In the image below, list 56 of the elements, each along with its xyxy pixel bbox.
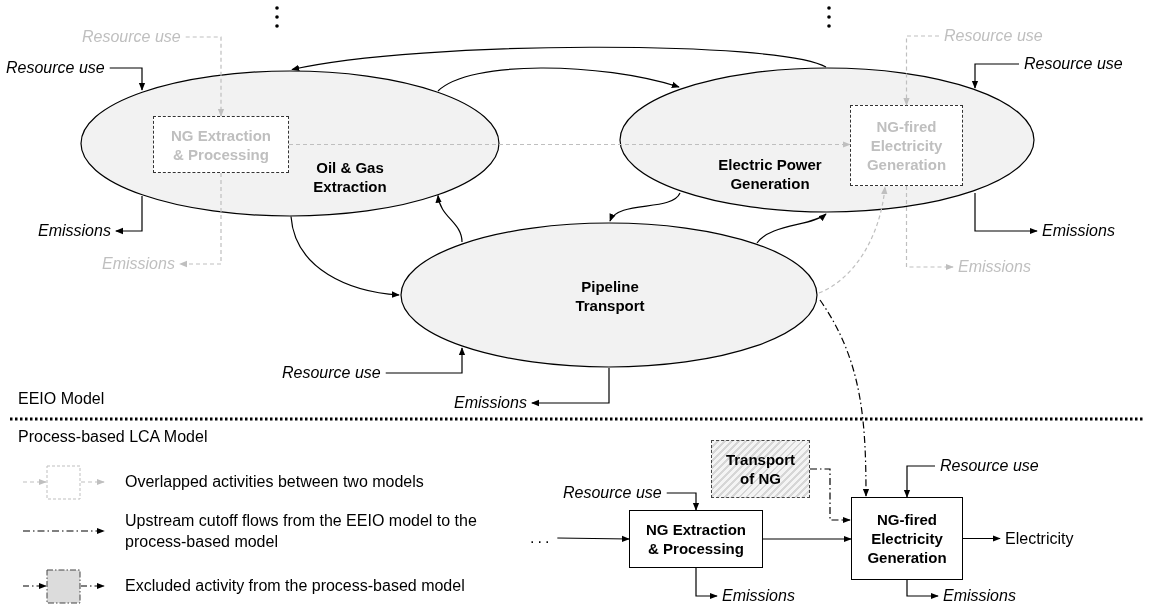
legend-text: Overlapped activities between two models	[125, 472, 425, 492]
ellipsis-text: ...	[530, 529, 553, 547]
model-section-label: Process-based LCA Model	[18, 428, 208, 446]
flow-label: Electricity	[1005, 530, 1074, 548]
flow-label: Emissions	[38, 222, 111, 240]
arrow	[436, 194, 463, 243]
flow-label: Emissions	[454, 394, 527, 412]
flow-label: Resource use	[944, 27, 1043, 45]
flow-label: Resource use	[940, 457, 1039, 475]
model-section-label: EEIO Model	[18, 390, 105, 408]
arrow	[903, 465, 936, 498]
arrow	[695, 567, 718, 600]
flow-label: Emissions	[958, 258, 1031, 276]
arrow	[288, 141, 851, 148]
process-box: NG-fired Electricity Generation	[851, 497, 963, 580]
arrow	[818, 186, 888, 294]
arrow	[903, 35, 940, 106]
flow-label: Resource use	[6, 59, 105, 77]
sector-name: Oil & Gas Extraction	[312, 158, 388, 196]
arrow	[974, 192, 1038, 235]
arrow	[609, 192, 681, 222]
excluded-activity-box: Transport of NG	[711, 440, 810, 498]
arrow	[809, 468, 851, 524]
arrow	[762, 535, 852, 543]
arrow	[971, 63, 1020, 89]
arrow	[905, 185, 954, 271]
flow-label: Emissions	[102, 255, 175, 273]
arrow	[291, 46, 827, 72]
arrow	[531, 367, 610, 407]
legend-text: Upstream cutoff flows from the EEIO model to the process-based model	[125, 511, 478, 552]
process-box: NG Extraction & Processing	[629, 510, 763, 568]
flow-label: Resource use	[282, 364, 381, 382]
flow-label: Emissions	[1042, 222, 1115, 240]
overlapped-activity-box: NG Extraction & Processing	[153, 116, 289, 173]
flow-label: Resource use	[1024, 55, 1123, 73]
sector-name: Electric Power Generation	[717, 155, 823, 193]
arrow	[819, 299, 870, 497]
arrow	[115, 195, 143, 235]
arrow	[437, 67, 680, 92]
sector-name: Pipeline Transport	[574, 277, 646, 315]
arrow	[290, 215, 400, 298]
arrow	[109, 67, 146, 91]
flow-label: Emissions	[722, 587, 795, 605]
arrow	[385, 347, 466, 374]
arrow	[756, 213, 827, 244]
arrow	[179, 172, 222, 268]
arrow	[556, 535, 630, 543]
flow-label: Resource use	[563, 484, 662, 502]
arrow	[906, 579, 939, 600]
arrow	[666, 492, 700, 511]
overlapped-activity-box: NG-fired Electricity Generation	[850, 105, 963, 186]
arrow	[185, 36, 225, 117]
arrow	[962, 535, 1001, 542]
flow-label: Resource use	[82, 28, 181, 46]
flow-label: Emissions	[943, 587, 1016, 605]
legend-text: Excluded activity from the process-based model	[125, 576, 466, 596]
